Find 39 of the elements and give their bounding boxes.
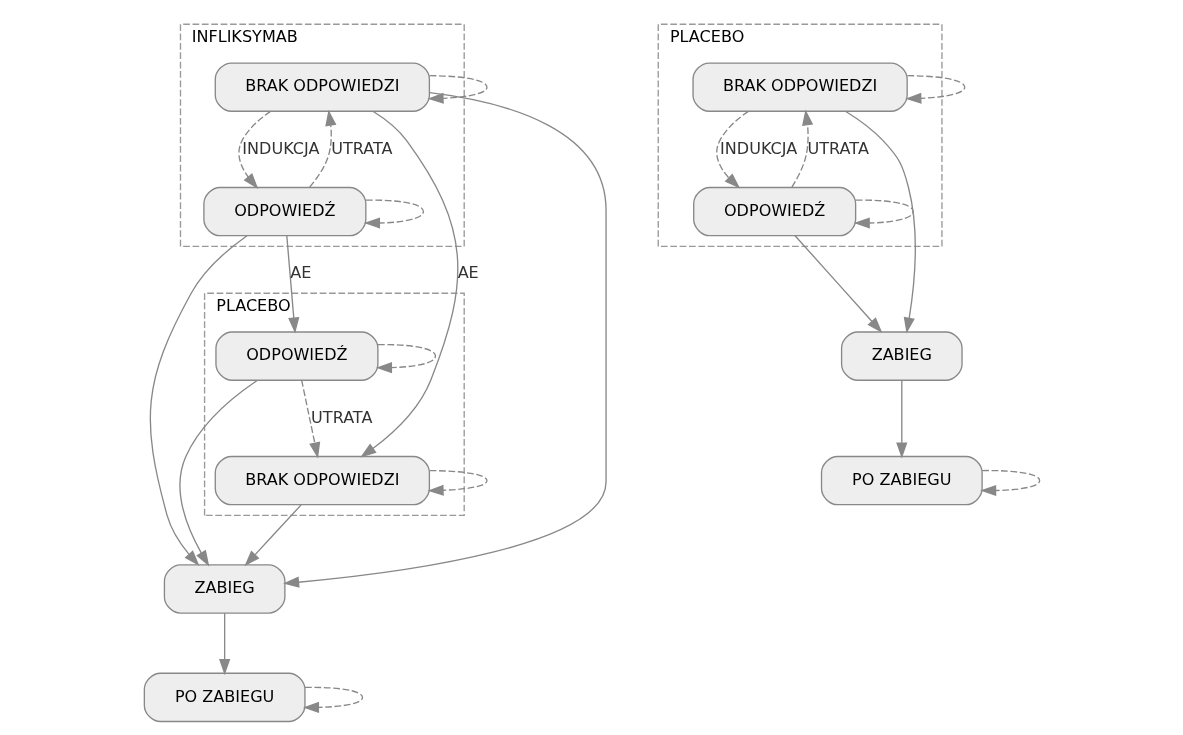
arrow bbox=[218, 612, 230, 676]
arrow bbox=[285, 235, 299, 334]
node-box: ODPOWIEDŹ bbox=[214, 331, 379, 381]
edge-label: UTRATA bbox=[807, 138, 869, 158]
edge-label: AE bbox=[457, 262, 479, 282]
edge-label: AE bbox=[289, 262, 311, 282]
edge-label: INDUKCJA bbox=[719, 138, 797, 158]
edge-label: UTRATA bbox=[310, 407, 372, 427]
arrow bbox=[904, 74, 965, 104]
arrow bbox=[427, 74, 488, 104]
node-box: ZABIEG bbox=[163, 564, 286, 614]
edge-label: UTRATA bbox=[330, 138, 392, 158]
node-box: ZABIEG bbox=[840, 331, 963, 381]
arrow bbox=[793, 235, 882, 334]
arrow bbox=[237, 110, 271, 189]
arrow bbox=[363, 199, 424, 229]
node-box: PO ZABIEGU bbox=[143, 672, 306, 723]
arrow bbox=[895, 379, 907, 459]
arrow bbox=[853, 199, 914, 229]
node-box: BRAK ODPOWIEDZI bbox=[691, 62, 908, 112]
arrow bbox=[715, 110, 749, 189]
arrow bbox=[282, 92, 607, 588]
arrow bbox=[308, 109, 336, 188]
arrow bbox=[844, 110, 916, 334]
node-box: BRAK ODPOWIEDZI bbox=[214, 62, 430, 112]
arrow bbox=[427, 469, 488, 496]
arrow bbox=[359, 110, 458, 458]
arrow bbox=[300, 379, 320, 459]
arrow bbox=[302, 686, 363, 713]
arrow bbox=[790, 109, 813, 188]
edge-label: INDUKCJA bbox=[241, 138, 319, 158]
arrow bbox=[375, 343, 436, 374]
arrow bbox=[149, 235, 248, 566]
arrow bbox=[179, 379, 258, 567]
node-box: ODPOWIEDŹ bbox=[202, 186, 366, 237]
node-box: BRAK ODPOWIEDZI bbox=[214, 455, 430, 506]
arrow bbox=[979, 469, 1040, 497]
node-box: PO ZABIEGU bbox=[820, 455, 983, 506]
node-box: ODPOWIEDŹ bbox=[692, 186, 856, 237]
